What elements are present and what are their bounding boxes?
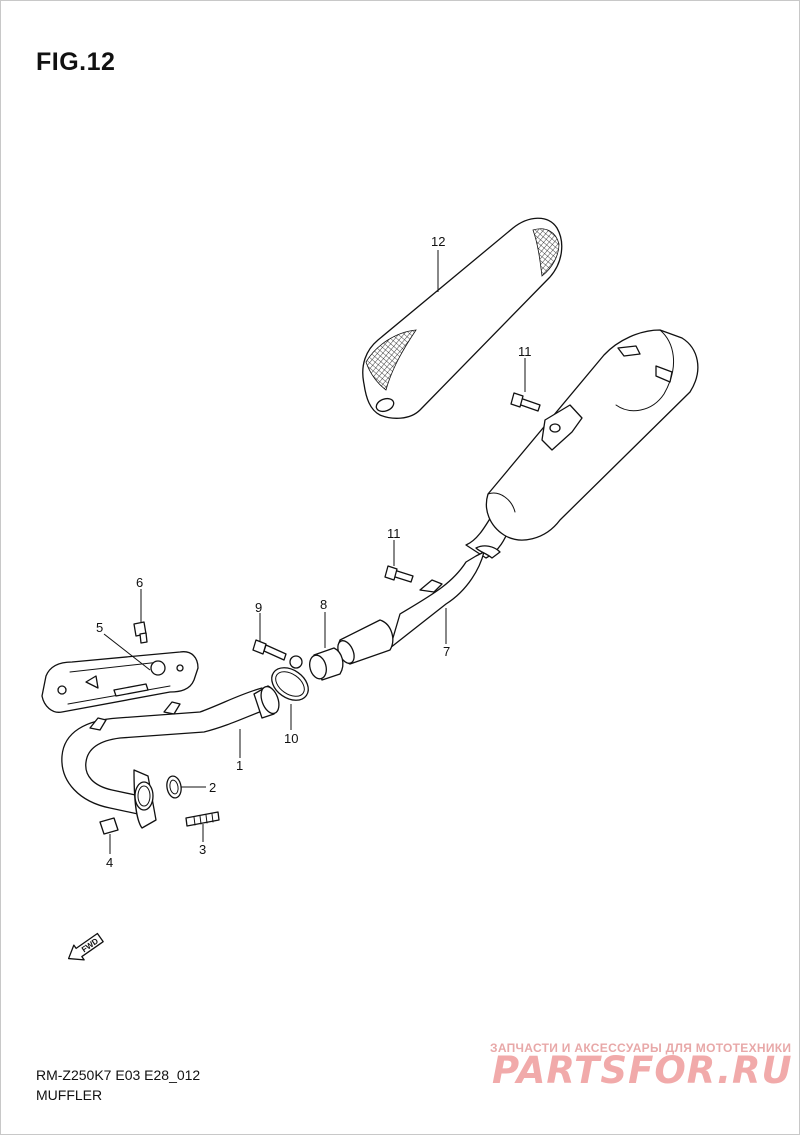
callout-11-lower: 11 <box>387 526 401 541</box>
watermark-brand: PARTSFOR.RU <box>492 1049 793 1092</box>
silencer-part[interactable] <box>335 329 699 666</box>
muffler-guard-part[interactable] <box>362 217 563 419</box>
exhaust-pipe-part[interactable] <box>61 684 282 829</box>
figure-title: FIG.12 <box>36 48 116 76</box>
callout-11-upper: 11 <box>518 344 532 359</box>
exhaust-gasket-part[interactable] <box>165 775 183 799</box>
protector-bolt-part[interactable] <box>133 621 148 644</box>
callout-8: 8 <box>320 597 327 612</box>
forward-direction-arrow: FWD <box>67 932 104 961</box>
callout-1: 1 <box>236 758 243 773</box>
callout-labels: 12 11 11 6 5 9 8 7 10 1 2 3 4 <box>96 234 532 870</box>
mounting-bolt-upper-part[interactable] <box>510 392 541 412</box>
callout-7: 7 <box>443 644 450 659</box>
callout-12: 12 <box>431 234 445 249</box>
flange-nut-part[interactable] <box>99 817 119 835</box>
callout-2: 2 <box>209 780 216 795</box>
heat-protector-part[interactable] <box>41 651 199 713</box>
diagram-code: RM-Z250K7 E03 E28_012 <box>36 1067 201 1083</box>
watermark-subtitle: ЗАПЧАСТИ И АКСЕССУАРЫ ДЛЯ МОТОТЕХНИКИ <box>490 1041 792 1055</box>
callout-6: 6 <box>136 575 143 590</box>
diagram-name: MUFFLER <box>36 1087 103 1103</box>
callout-9: 9 <box>255 600 262 615</box>
leader-lines <box>103 250 526 854</box>
callout-3: 3 <box>199 842 206 857</box>
exhaust-clamp-part[interactable] <box>266 655 315 707</box>
mounting-bolt-lower-part[interactable] <box>384 565 414 583</box>
stud-bolt-part[interactable] <box>185 811 220 827</box>
gasket-sleeve-part[interactable] <box>307 647 344 681</box>
clamp-bolt-part[interactable] <box>252 639 287 661</box>
callout-5: 5 <box>96 620 103 635</box>
callout-10: 10 <box>284 731 298 746</box>
callout-4: 4 <box>106 855 113 870</box>
